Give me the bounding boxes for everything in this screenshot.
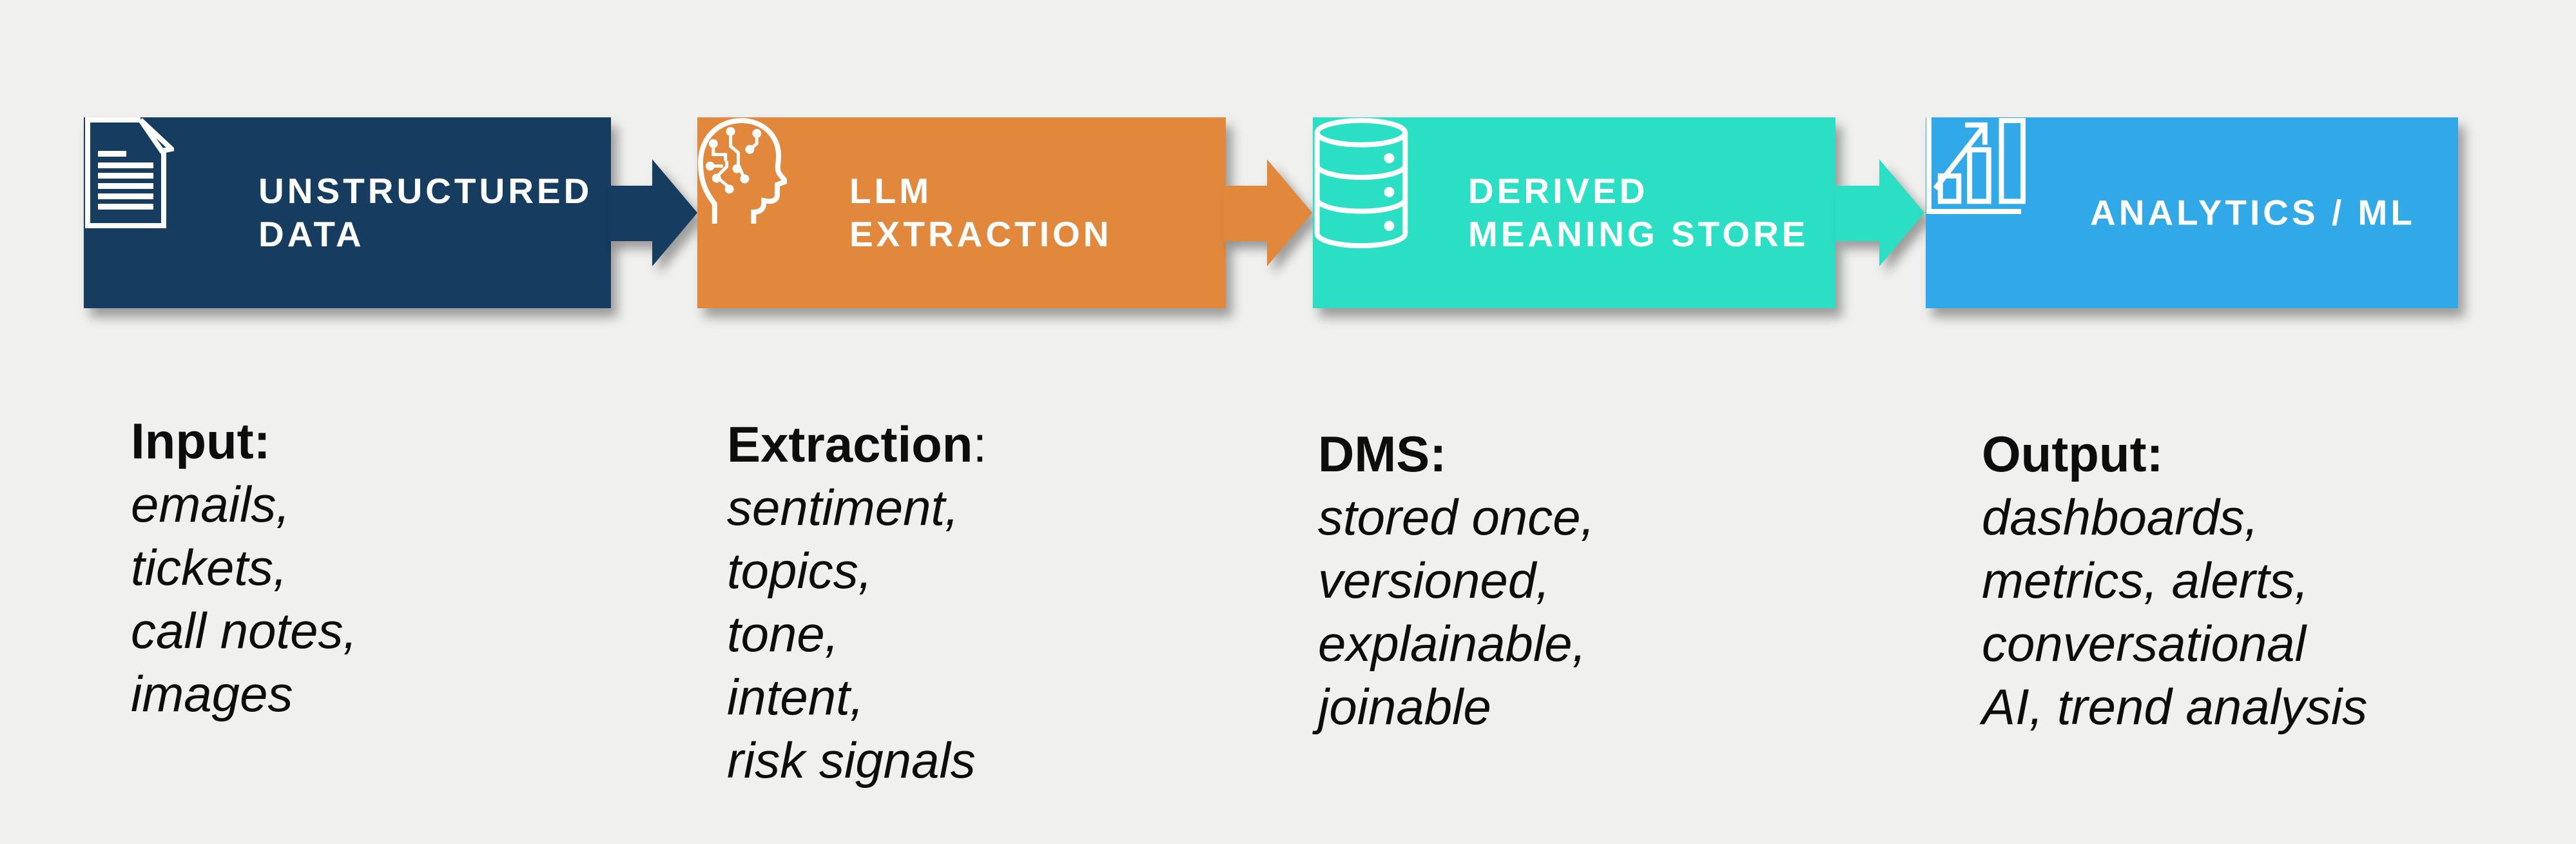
column-item: versioned,: [1318, 552, 1550, 609]
stage-label-line: MEANING STORE: [1468, 214, 1809, 254]
flow-arrow-3: [1835, 159, 1924, 266]
column-item: tone,: [727, 605, 839, 662]
column-item: joinable: [1318, 678, 1491, 735]
stage-box-analytics-ml: ANALYTICS / ML: [1926, 117, 2458, 308]
column-item: sentiment,: [727, 479, 959, 536]
bar-chart-icon: [1926, 117, 2026, 215]
stage-label: UNSTRUCTURED DATA: [258, 170, 592, 256]
column-heading: Input:: [131, 413, 271, 469]
column-item: tickets,: [131, 539, 287, 596]
database-icon: [1314, 117, 1408, 248]
column-item: conversational: [1982, 615, 2306, 672]
description-column-extraction: Extraction: sentiment, topics, tone, int…: [727, 413, 987, 792]
stage-label-line: UNSTRUCTURED: [258, 171, 593, 211]
column-heading: Output:: [1982, 426, 2164, 482]
column-item: risk signals: [727, 732, 976, 789]
column-item: dashboards,: [1982, 489, 2259, 545]
stage-box-llm-extraction: LLM EXTRACTION: [697, 117, 1226, 308]
stage-label-line: LLM: [849, 171, 933, 211]
stage-label-line: EXTRACTION: [849, 214, 1112, 254]
stage-label-line: ANALYTICS / ML: [2090, 192, 2416, 233]
description-column-input: Input: emails, tickets, call notes, imag…: [131, 409, 357, 725]
stage-box-derived-meaning-store: DERIVED MEANING STORE: [1313, 117, 1835, 308]
column-item: emails,: [131, 476, 291, 533]
column-item: metrics, alerts,: [1982, 552, 2309, 609]
column-item: images: [131, 665, 293, 722]
column-item: intent,: [727, 669, 864, 725]
stage-label: DERIVED MEANING STORE: [1468, 170, 1808, 256]
column-item: stored once,: [1318, 489, 1595, 545]
flow-arrow-2: [1223, 159, 1312, 266]
stage-box-unstructured-data: UNSTRUCTURED DATA: [84, 117, 611, 308]
description-column-dms: DMS: stored once, versioned, explainable…: [1318, 422, 1594, 738]
stage-label: LLM EXTRACTION: [849, 170, 1112, 256]
column-item: AI, trend analysis: [1982, 678, 2368, 735]
stage-label-line: DATA: [258, 214, 365, 254]
stage-label: ANALYTICS / ML: [2090, 191, 2416, 235]
column-heading: Extraction:: [727, 416, 987, 473]
stage-label-line: DERIVED: [1468, 171, 1649, 211]
column-heading: DMS:: [1318, 426, 1447, 482]
column-item: topics,: [727, 542, 873, 599]
flow-arrow-1: [608, 159, 697, 266]
brain-head-icon: [697, 118, 790, 224]
document-icon: [85, 117, 177, 228]
description-column-output: Output: dashboards, metrics, alerts, con…: [1982, 422, 2367, 738]
column-item: call notes,: [131, 602, 358, 659]
column-item: explainable,: [1318, 615, 1587, 672]
